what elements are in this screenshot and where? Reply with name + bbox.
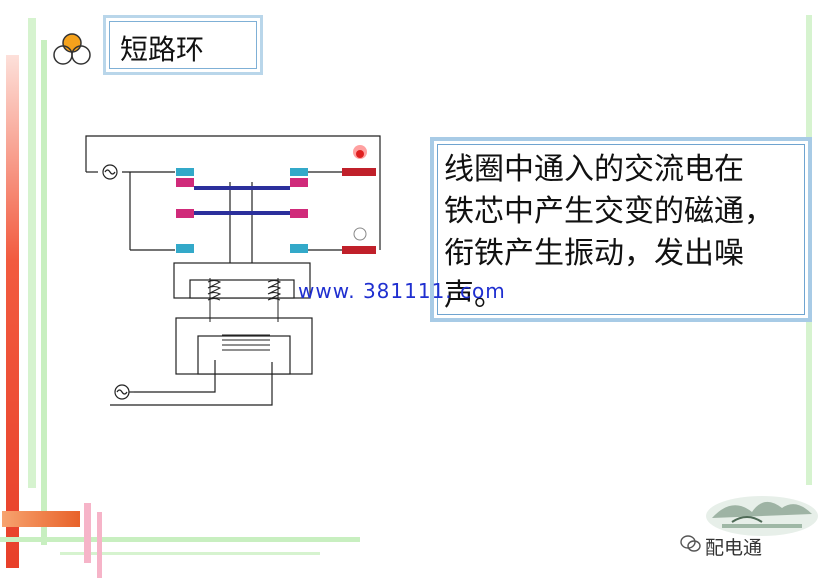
explanation-box: 线圈中通入的交流电在 铁芯中产生交变的磁通， 衔铁产生振动，发出噪 声。 [430, 137, 812, 322]
bottom-pink-bar-1 [84, 503, 91, 563]
bottom-pink-bar-2 [97, 512, 102, 578]
footer-brand: 配电通 [705, 537, 763, 559]
relay-circuit-diagram [85, 135, 381, 406]
explanation-line-3: 衔铁产生振动，发出噪 [444, 236, 744, 271]
explanation-line-1: 线圈中通入的交流电在 [444, 152, 744, 187]
wechat-icon [680, 535, 701, 552]
left-green-bar-1 [28, 18, 36, 488]
bottom-green-line-2 [60, 552, 320, 555]
watermark-url: www. 381111. com [298, 279, 506, 303]
bullet-circles-icon [53, 33, 91, 65]
ac-source-icon [102, 164, 130, 400]
explanation-line-2: 铁芯中产生交变的磁通， [444, 194, 774, 229]
left-green-bar-2 [41, 40, 47, 545]
title-box: 短路环 [103, 15, 263, 75]
explanation-text: 线圈中通入的交流电在 铁芯中产生交变的磁通， 衔铁产生振动，发出噪 声。 [444, 149, 774, 317]
bottom-orange-block [2, 511, 80, 527]
lamp-red-icon [342, 145, 376, 176]
left-red-bar [6, 55, 19, 568]
bottom-green-line-1 [0, 537, 360, 542]
slide-title: 短路环 [120, 33, 205, 66]
landscape-logo-icon [706, 496, 818, 536]
lamp-white-icon [342, 227, 376, 254]
explanation-line-4: 声。 [444, 278, 504, 313]
